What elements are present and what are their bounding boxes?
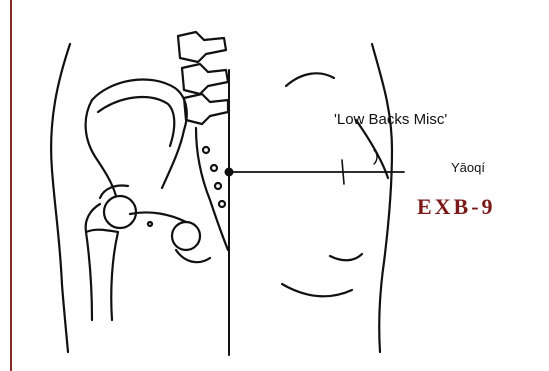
femur-neck: [86, 204, 100, 232]
buttock-crease-upper: [286, 73, 334, 86]
point-pinyin-name: Yāoqí: [451, 160, 485, 175]
ischium: [176, 250, 210, 262]
buttock-fold: [330, 254, 362, 260]
pubic-ramus: [130, 212, 186, 222]
femoral-head: [104, 196, 136, 228]
greater-trochanter: [86, 230, 118, 232]
body-contour-left: [51, 44, 70, 352]
obturator-foramen: [172, 222, 200, 250]
sacral-foramen: [203, 147, 209, 153]
sacral-foramen: [215, 183, 221, 189]
femur-shaft-right: [111, 232, 118, 320]
lumbar-vertebrae: [178, 32, 228, 124]
ilium-lower: [86, 100, 116, 196]
point-english-name: 'Low Backs Misc': [334, 111, 447, 128]
sacrum-outline: [196, 128, 228, 250]
pointer-tick: [342, 160, 344, 184]
point-code: EXB-9: [417, 194, 496, 220]
sacral-foramen: [219, 201, 225, 207]
body-contour-right: [372, 44, 392, 352]
femur-shaft-left: [86, 232, 92, 320]
small-bone-mark: [148, 222, 152, 226]
acupoint-marker: [226, 169, 233, 176]
waist-curve: [356, 120, 388, 178]
ilium-inner: [98, 97, 174, 146]
sacral-foramen: [211, 165, 217, 171]
buttock-crease-lower: [282, 284, 352, 296]
